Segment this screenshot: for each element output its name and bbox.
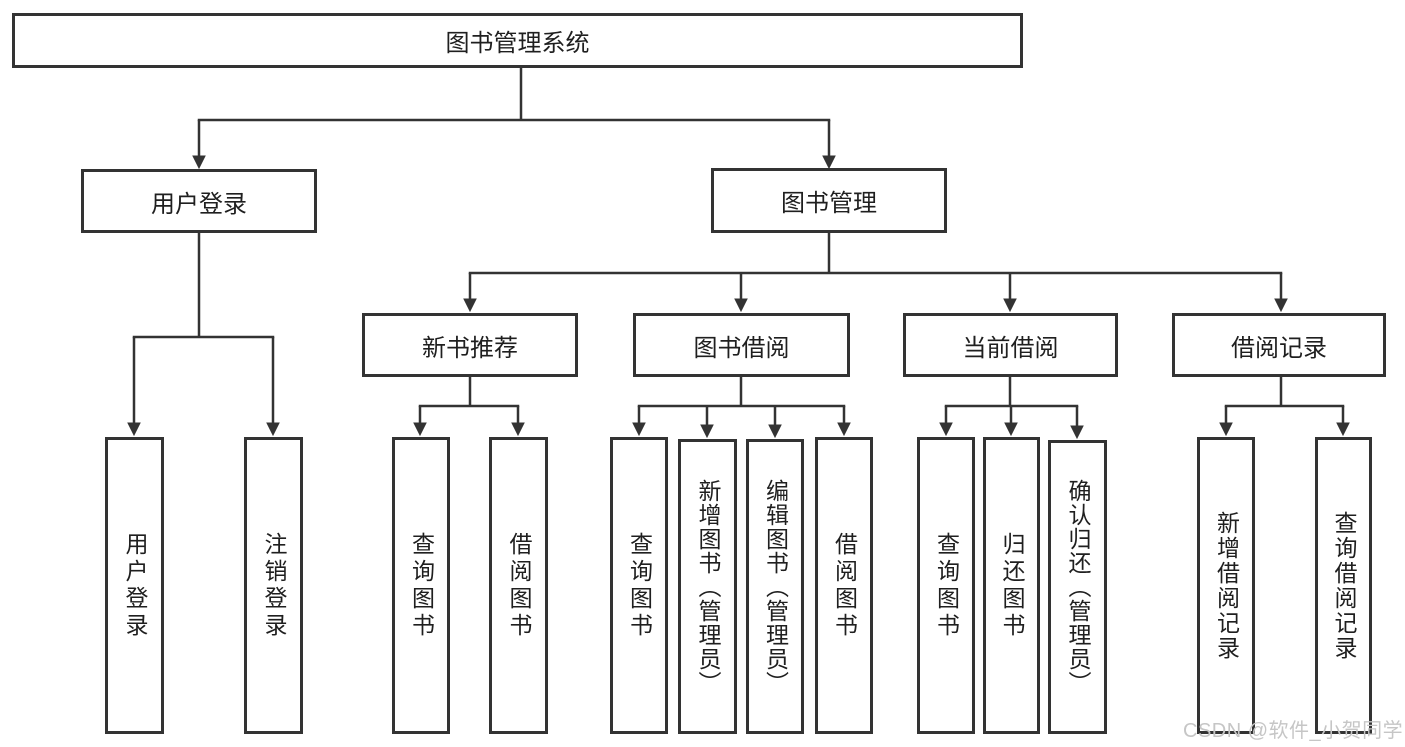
node-current-borrow: 当前借阅: [903, 313, 1118, 377]
leaf-edit-book-admin: 编辑图书（管理员）: [746, 439, 804, 734]
leaf-confirm-return-admin: 确认归还（管理员）: [1048, 440, 1107, 734]
node-user-login: 用户登录: [81, 169, 317, 233]
leaf-query-borrow-record: 查询借阅记录: [1315, 437, 1372, 734]
node-book-management: 图书管理: [711, 168, 947, 233]
node-new-book-recommend: 新书推荐: [362, 313, 578, 377]
leaf-query-books-1: 查询图书: [392, 437, 450, 734]
node-book-borrow: 图书借阅: [633, 313, 850, 377]
leaf-logout: 注销登录: [244, 437, 303, 734]
leaf-add-book-admin: 新增图书（管理员）: [678, 439, 737, 734]
leaf-query-books-2: 查询图书: [610, 437, 668, 734]
watermark: CSDN @软件_小贺同学: [1183, 720, 1404, 742]
node-root: 图书管理系统: [12, 13, 1023, 68]
leaf-borrow-books-2: 借阅图书: [815, 437, 873, 734]
leaf-add-borrow-record: 新增借阅记录: [1197, 437, 1255, 734]
leaf-borrow-books-1: 借阅图书: [489, 437, 548, 734]
leaf-user-login: 用户登录: [105, 437, 164, 734]
node-borrow-records: 借阅记录: [1172, 313, 1386, 377]
leaf-return-books: 归还图书: [983, 437, 1040, 734]
leaf-query-books-3: 查询图书: [917, 437, 975, 734]
